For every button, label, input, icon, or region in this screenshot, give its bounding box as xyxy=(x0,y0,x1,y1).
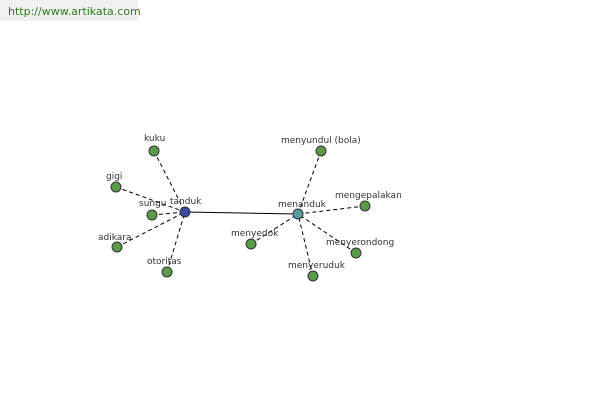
url-banner: http://www.artikata.com xyxy=(0,0,141,21)
label-otoritas: otoritas xyxy=(147,257,182,267)
node-tanduk[interactable] xyxy=(179,206,191,218)
edge-tanduk-menanduk xyxy=(184,211,299,215)
label-menanduk: menanduk xyxy=(278,200,327,210)
label-menyerondong: menyerondong xyxy=(326,238,394,248)
node-gigi[interactable] xyxy=(110,181,122,193)
edge-menyedok-menanduk xyxy=(250,213,299,245)
edge-kuku-tanduk xyxy=(153,150,186,213)
label-tanduk: tanduk xyxy=(170,197,202,207)
edge-gigi-tanduk xyxy=(115,186,186,213)
node-menyedok[interactable] xyxy=(245,238,257,250)
node-menyundul[interactable] xyxy=(315,145,327,157)
node-menyeruduk[interactable] xyxy=(307,270,319,282)
node-menanduk[interactable] xyxy=(292,208,304,220)
edge-adikara-tanduk xyxy=(116,211,186,248)
label-gigi: gigi xyxy=(106,172,122,182)
edge-sungu-tanduk xyxy=(151,211,186,216)
edge-menyerondong-menanduk xyxy=(297,213,357,254)
label-menyundul: menyundul (bola) xyxy=(281,136,361,146)
node-kuku[interactable] xyxy=(148,145,160,157)
label-sungu: sungu xyxy=(139,199,167,209)
site-url-link[interactable]: http://www.artikata.com xyxy=(8,5,141,18)
node-sungu[interactable] xyxy=(146,209,158,221)
edge-menyeruduk-menanduk xyxy=(297,213,314,277)
edge-mengepalakan-menanduk xyxy=(297,205,366,215)
node-otoritas[interactable] xyxy=(161,266,173,278)
label-mengepalakan: mengepalakan xyxy=(335,191,402,201)
node-menyerondong[interactable] xyxy=(350,247,362,259)
label-adikara: adikara xyxy=(98,233,132,243)
node-mengepalakan[interactable] xyxy=(359,200,371,212)
edge-otoritas-tanduk xyxy=(166,211,186,273)
label-menyeruduk: menyeruduk xyxy=(288,261,346,271)
label-kuku: kuku xyxy=(144,134,165,144)
label-menyedok: menyedok xyxy=(231,229,279,239)
node-adikara[interactable] xyxy=(111,241,123,253)
